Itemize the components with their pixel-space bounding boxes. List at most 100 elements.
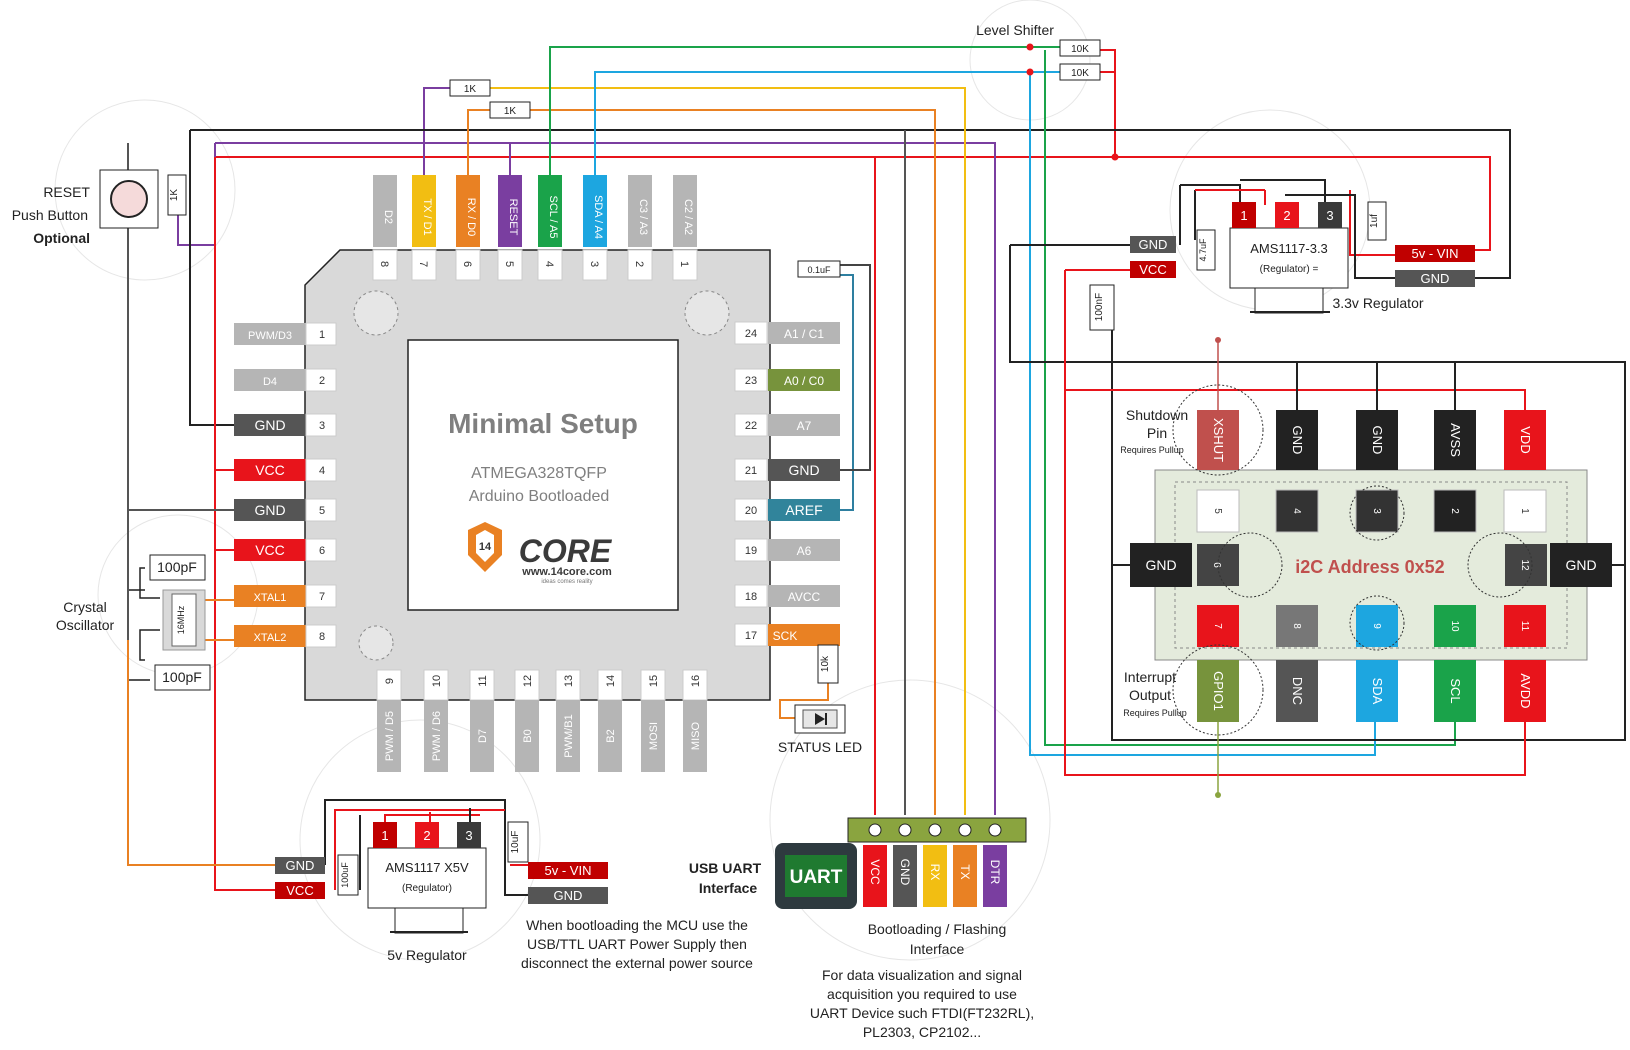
top-pin-num: 7 [417,261,429,267]
bottom-pin-9 [377,700,401,772]
reg5-pin-1 [373,822,397,848]
bottom-pin-num: 11 [477,675,489,686]
reg5-pin-3 [457,822,481,848]
uart-pin-vcc [863,845,887,907]
uart-pin-hole [988,823,1002,837]
regulator-3v3 [1229,227,1349,289]
sensor-pad-label: 2 [1449,508,1460,514]
top-pin-num: 4 [543,261,555,267]
bottom-pin-name: PWM/B1 [563,714,575,757]
left-pin-name: GND [254,502,285,518]
sensor-bottom-pin-label: AVDD [1518,673,1533,708]
uart-pin-label: DTR [988,860,1002,885]
sensor-bottom-pin-label: SDA [1370,678,1385,705]
boot-note-3: disconnect the external power source [521,955,753,971]
cap-0-1uf-label: 0.1uF [807,265,831,275]
cap-10uf [507,821,529,863]
regulator-5v [367,847,487,909]
sensor-gnd-left [1130,543,1192,587]
uart-pin-hole [898,823,912,837]
chip-subtitle-1: ATMEGA328TQFP [471,465,607,482]
level-shifter-label: Level Shifter [976,22,1054,38]
sensor-bottom-pin-gpio1 [1197,660,1239,722]
right-pin-name: GND [788,462,819,478]
right-pin-num: 20 [745,505,757,517]
right-pin-name: A0 / C0 [784,374,824,388]
left-pin-8 [234,625,306,647]
left-pin-num: 3 [319,420,325,432]
sensor-pad-5 [1196,489,1240,533]
left-pin-name: XTAL1 [254,592,287,604]
left-pin-num: 1 [319,329,325,341]
cap-100pf-bottom [154,664,211,691]
uart-pin-label: VCC [868,859,882,885]
top-pin-8 [373,175,397,247]
sensor-pad-label: 5 [1212,508,1223,514]
right-pin-name: A7 [797,419,812,433]
reg5-vin-tag-label: 5v - VIN [545,863,592,878]
reset-label-2: Push Button [12,207,88,223]
sensor-gnd-right [1550,543,1612,587]
left-pin-4 [234,459,306,481]
reg33-pin-1 [1232,202,1256,228]
resistor-1k-rx [489,101,531,119]
sensor-top-pin-label: GND [1290,426,1305,455]
logo-tagline: ideas comes reality [541,579,592,585]
sensor-pad-11 [1504,605,1546,647]
reg33-gnd-tag-label: GND [1139,237,1168,252]
reg5-vcc-tag [275,882,325,899]
right-pin-24 [768,322,840,344]
left-pin-name: GND [254,417,285,433]
reg5-pin-1-label: 1 [381,828,388,843]
bottom-pin-num: 15 [648,675,660,687]
sensor-pad-3 [1355,489,1399,533]
bottom-pin-num: 14 [605,675,617,687]
reg33-vin-tag-label: 5v - VIN [1412,246,1459,261]
data-note-1: For data visualization and signal [822,967,1022,983]
top-pin-name: SDA / A4 [592,195,604,239]
top-pin-7 [412,175,436,247]
left-pin-name: D4 [263,376,277,388]
sensor-pad-label: 8 [1291,623,1302,629]
top-pin-name: SCL / A5 [547,195,559,238]
shutdown-label-2: Pin [1147,425,1167,441]
top-pin-1 [673,175,697,247]
reg33-pin-3 [1318,202,1342,228]
bottom-pin-15 [641,700,665,772]
bottom-pin-11 [470,700,494,772]
bottom-pin-16 [683,700,707,772]
right-pin-name: AVCC [788,590,821,604]
sensor-top-pin-xshut [1197,410,1239,470]
top-pin-4 [538,175,562,247]
sensor-bottom-pin-label: SCL [1448,678,1463,703]
reset-label-1: RESET [43,184,90,200]
junction-dots [1026,43,1119,161]
reg33-name: AMS1117-3.3 [1250,241,1328,256]
reg33-pin-3-label: 3 [1326,208,1333,223]
reg33-pin-1-label: 1 [1240,208,1247,223]
uart-pin-rx [923,845,947,907]
bottom-pin-name: PWM / D6 [431,711,443,761]
uart-pin-hole [868,823,882,837]
right-pin-19 [768,539,840,561]
uart-device-label: UART [790,867,843,888]
reset-button-cap [110,180,148,218]
sensor-top-pin-label: XSHUT [1211,418,1226,462]
left-pin-num: 4 [319,465,325,477]
reg33-pin-2 [1275,202,1299,228]
bottom-pin-12 [515,700,539,772]
sensor-pad-12 [1505,544,1547,586]
bottom-pin-14 [598,700,622,772]
sensor-pad-label: 11 [1519,621,1530,632]
reg33-vcc-tag [1130,261,1176,278]
top-pin-name: C2 / A2 [682,199,694,235]
sensor-pad-label: 10 [1449,620,1460,632]
sensor-top-pin-gnd [1356,410,1398,470]
reg33-gnd-out-tag-label: GND [1421,271,1450,286]
reg33-vcc-tag-label: VCC [1139,262,1166,277]
cap-10uf-label: 10uF [510,831,521,854]
sensor-pad-label: 4 [1291,508,1302,514]
right-pin-name: A6 [797,544,812,558]
